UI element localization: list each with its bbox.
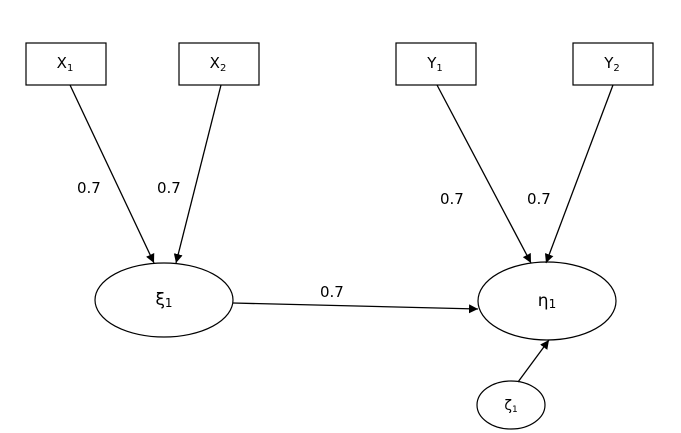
node-y2-main: Y	[603, 54, 614, 72]
node-y2: Y2	[572, 42, 654, 86]
node-zeta1-ellipse	[476, 380, 546, 430]
node-y1: Y1	[395, 42, 477, 86]
node-y2-box	[572, 42, 654, 86]
node-zeta1: ζ1	[476, 380, 546, 430]
edge-label-x1-xi1: 0.7	[77, 179, 101, 197]
node-x1-main: X	[57, 54, 67, 72]
node-y1-label: Y1	[426, 54, 443, 74]
node-x2: X2	[178, 42, 260, 86]
node-y2-label: Y2	[603, 54, 620, 74]
node-eta1-label: η1	[538, 291, 556, 311]
node-xi1-main: ξ	[155, 290, 164, 310]
node-y1-box	[395, 42, 477, 86]
node-xi1-sub: 1	[165, 296, 173, 310]
edge-label-x2-xi1: 0.7	[157, 179, 181, 197]
node-xi1: ξ1	[94, 262, 234, 338]
node-y1-main: Y	[426, 54, 437, 72]
node-x1-label: X1	[57, 54, 74, 74]
arrow-y1-to-eta1	[436, 84, 532, 264]
arrow-y2-to-eta1	[544, 84, 614, 264]
arrow-xi1-to-eta1	[232, 302, 479, 314]
node-x2-main: X	[210, 54, 220, 72]
node-xi1-label: ξ1	[155, 290, 172, 310]
node-x1-sub: 1	[67, 63, 73, 74]
arrow-x2-to-xi1	[173, 84, 222, 264]
edge-label-y1-eta1: 0.7	[440, 190, 464, 208]
node-y2-sub: 2	[613, 63, 619, 74]
node-eta1: η1	[477, 261, 617, 341]
node-x1: X1	[25, 42, 107, 86]
node-eta1-main: η	[538, 291, 549, 311]
node-zeta1-sub: 1	[512, 405, 518, 415]
arrow-x1-to-xi1	[69, 84, 155, 264]
node-eta1-sub: 1	[549, 297, 557, 311]
node-zeta1-main: ζ	[504, 398, 512, 414]
edge-label-xi1-eta1: 0.7	[320, 283, 344, 301]
node-x2-box	[178, 42, 260, 86]
node-x2-label: X2	[210, 54, 227, 74]
edge-label-y2-eta1: 0.7	[527, 190, 551, 208]
node-x2-sub: 2	[220, 63, 226, 74]
arrow-zeta1-to-eta1	[517, 339, 550, 383]
node-x1-box	[25, 42, 107, 86]
node-zeta1-label: ζ1	[504, 398, 517, 415]
node-y1-sub: 1	[436, 63, 442, 74]
node-xi1-ellipse	[94, 262, 234, 338]
